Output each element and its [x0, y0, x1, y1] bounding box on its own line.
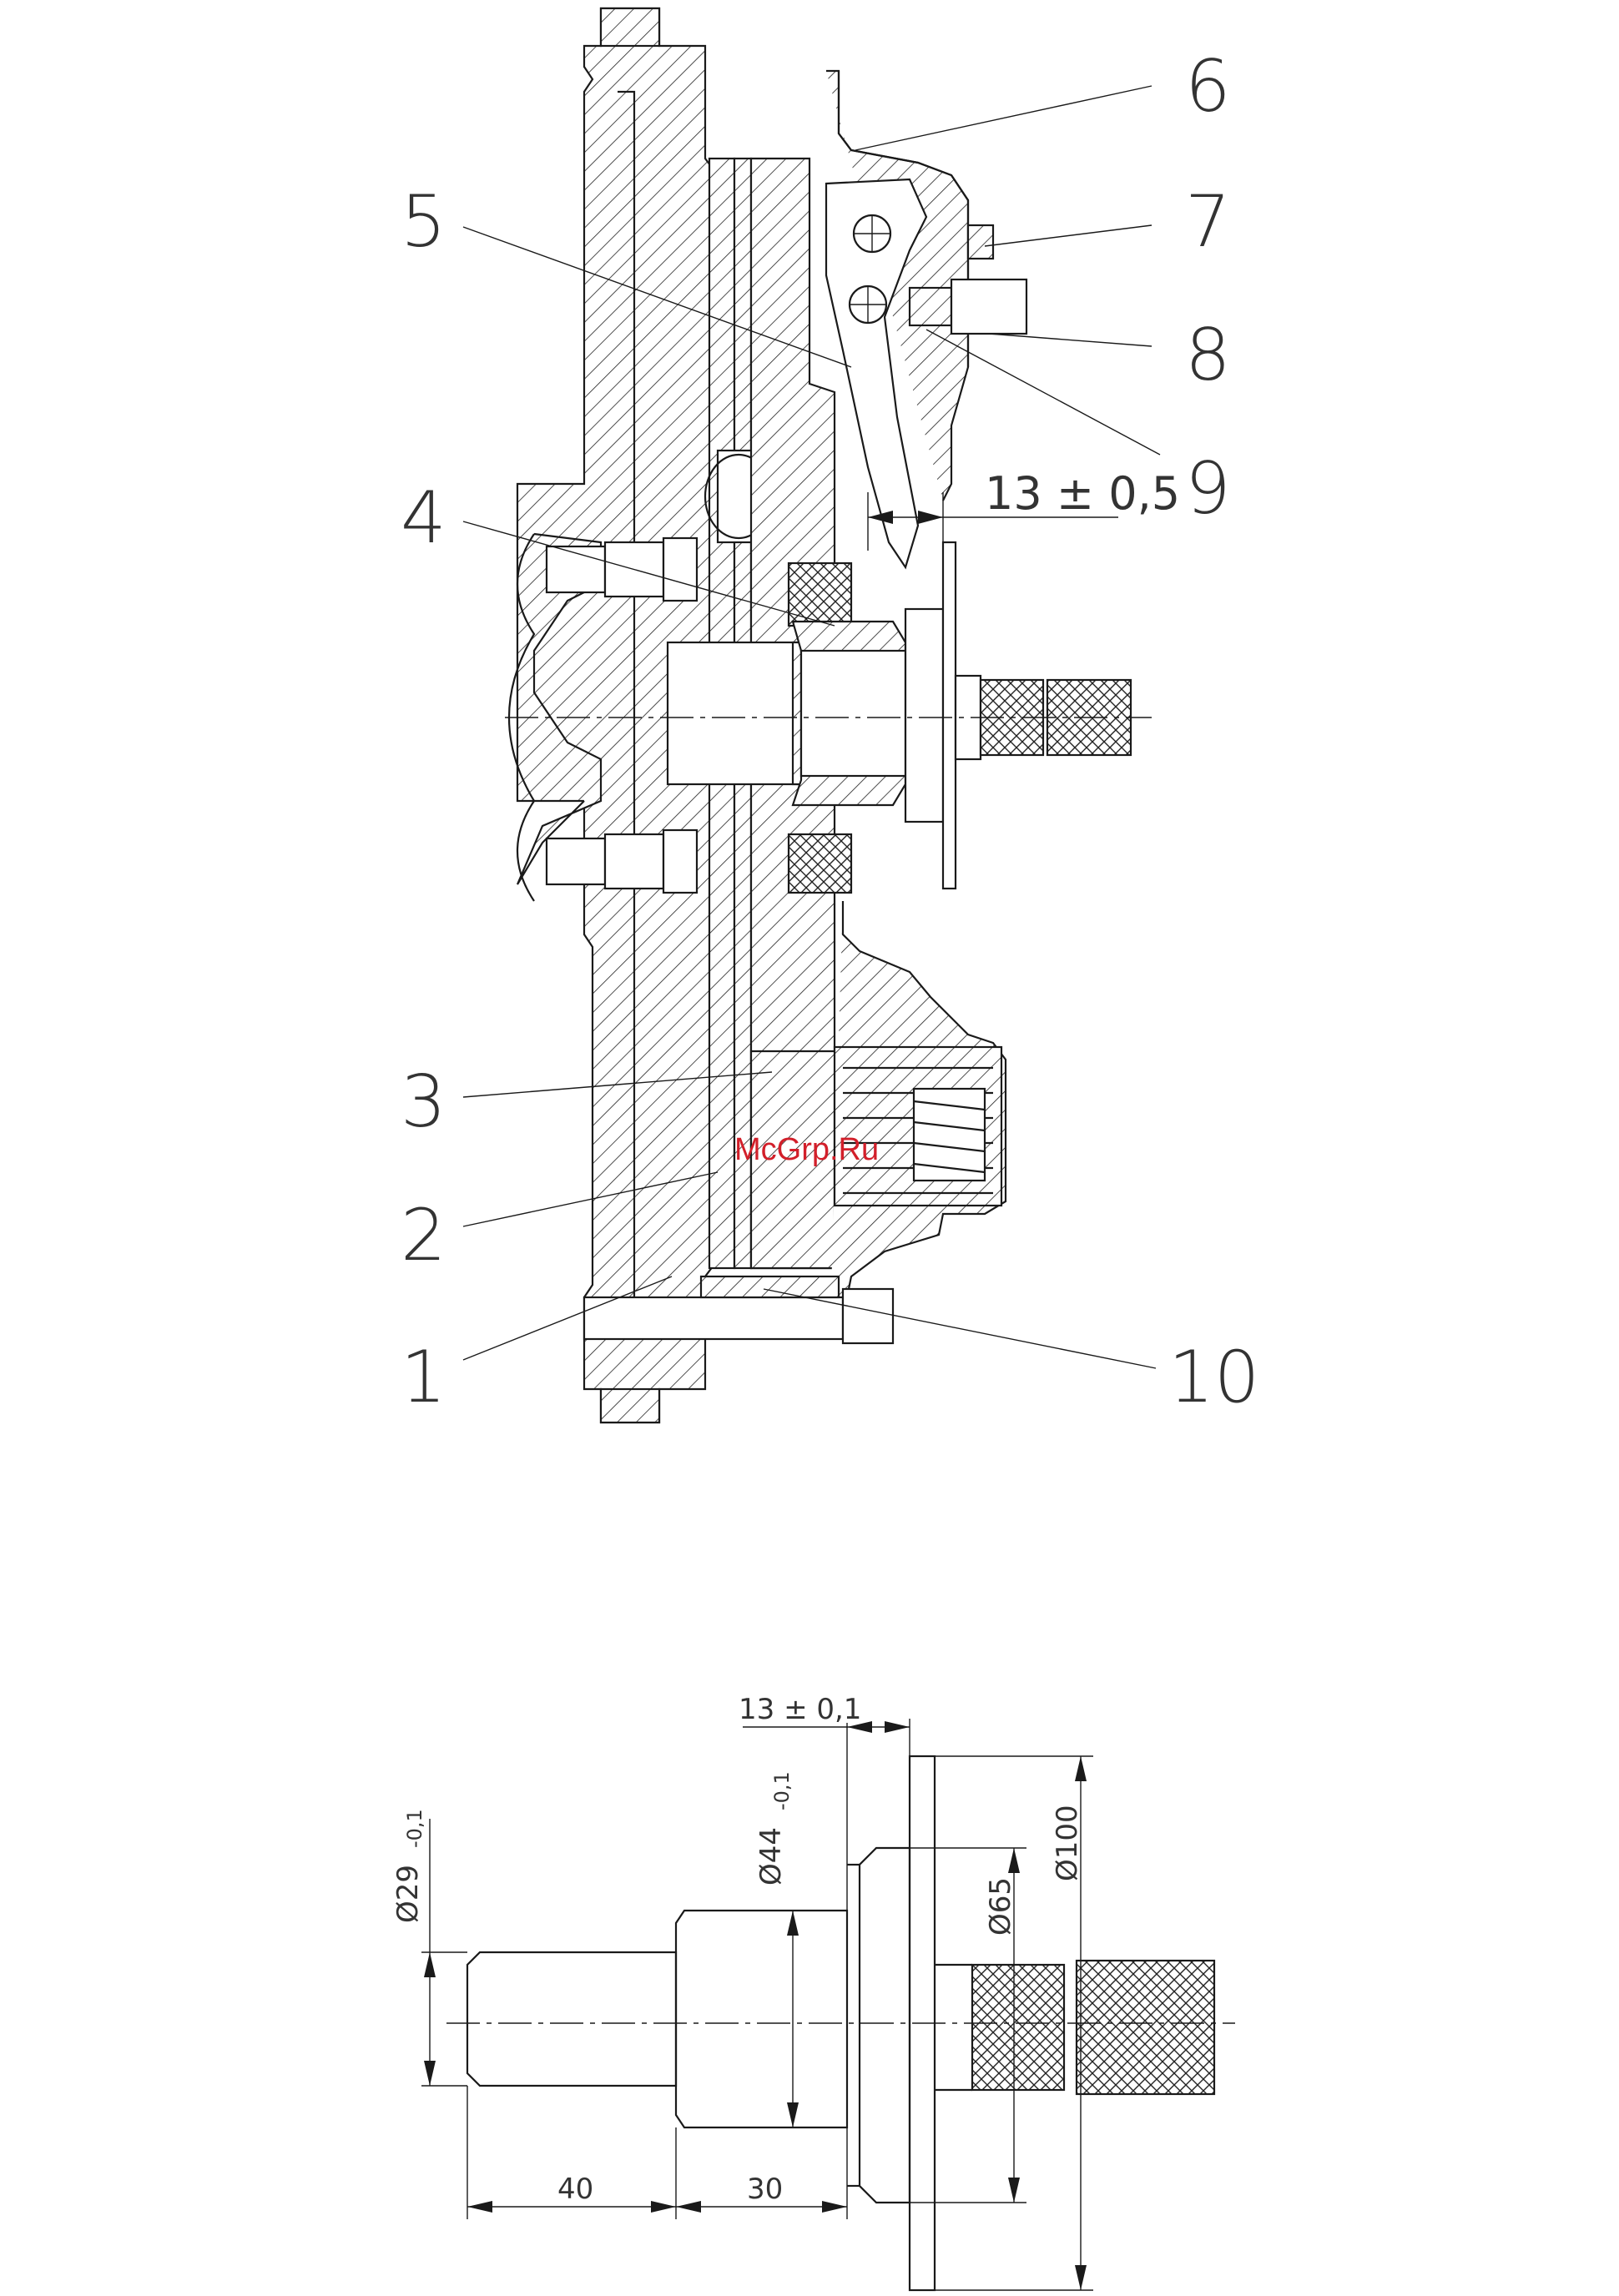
callout-5: 5 [401, 180, 446, 264]
disc-hub [668, 642, 818, 784]
shoulder-section [676, 1911, 847, 2127]
pressure-springs [835, 1047, 1001, 1206]
callout-4: 4 [401, 476, 446, 560]
callout-6: 6 [1185, 45, 1231, 128]
pilot-tolerance-label: -0,1 [403, 1809, 426, 1848]
callout-10: 10 [1168, 1336, 1259, 1419]
knurled-handle-left [972, 1965, 1064, 2090]
callout-2: 2 [401, 1194, 446, 1277]
callout-9: 9 [1185, 447, 1231, 531]
hub-diameter-label: Ø65 [984, 1877, 1017, 1936]
release-bearing [789, 563, 905, 893]
callout-1: 1 [401, 1336, 446, 1419]
shoulder-length-label: 30 [747, 2173, 783, 2206]
shoulder-diameter-label: Ø44 [754, 1827, 788, 1886]
flywheel-bolt-upper [547, 538, 697, 601]
pilot-section [467, 1952, 676, 2086]
callout-3: 3 [401, 1060, 446, 1144]
flange-diameter-label: Ø100 [1051, 1805, 1084, 1881]
pilot-diameter-label: Ø29 [391, 1865, 425, 1923]
callout-8: 8 [1185, 314, 1231, 397]
watermark: McGrp.Ru [734, 1132, 879, 1167]
callout-7: 7 [1185, 180, 1231, 264]
flange-thickness-label: 13 ± 0,1 [739, 1693, 861, 1726]
clutch-section: 13 ± 0,5 6 5 7 8 9 4 3 2 1 10 McGrp.Ru [401, 8, 1259, 1422]
mandrel-shaft [905, 542, 1131, 889]
knurled-handle-right [1077, 1961, 1214, 2094]
lever-gap-label: 13 ± 0,5 [985, 467, 1180, 520]
mandrel-detail: Ø29 -0,1 Ø44 -0,1 Ø65 Ø100 13 ± 0,1 [391, 1693, 1235, 2290]
shoulder-tolerance-label: -0,1 [770, 1771, 794, 1810]
pilot-length-label: 40 [557, 2173, 593, 2206]
hub-section [860, 1848, 910, 2203]
flywheel-bolt-lower [547, 830, 697, 893]
